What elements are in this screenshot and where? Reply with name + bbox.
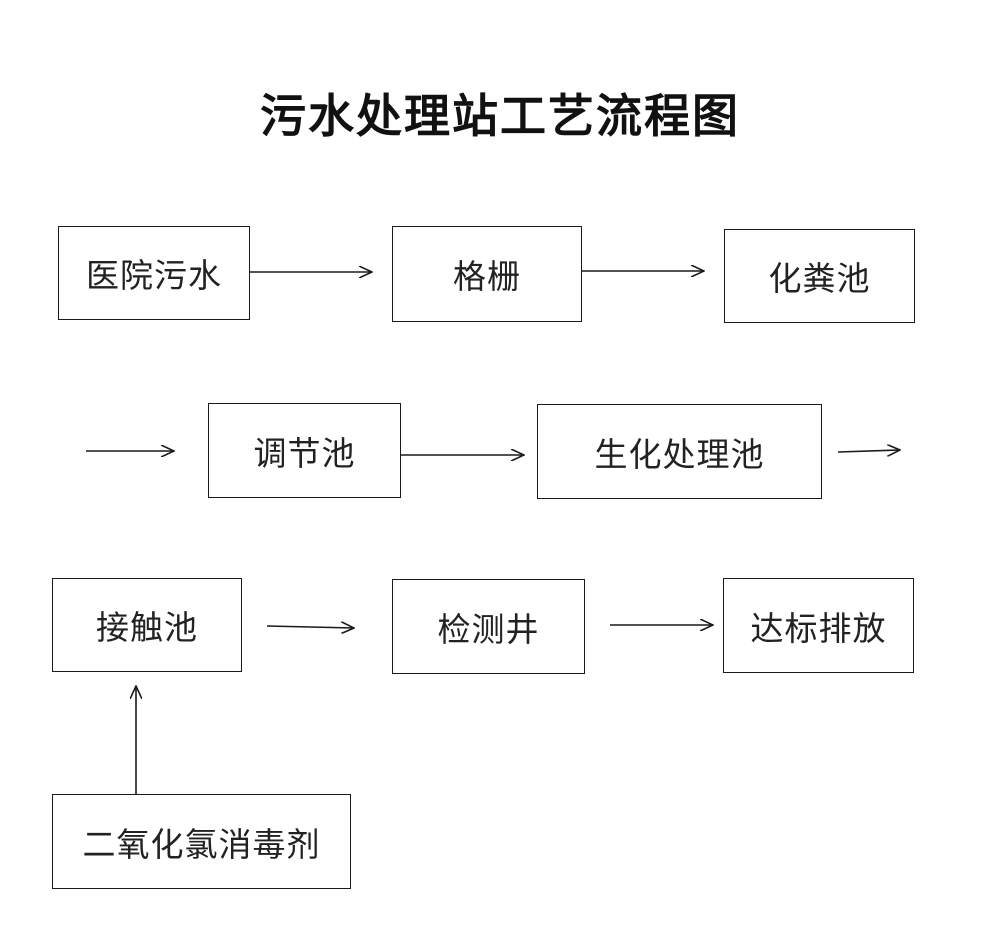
diagram-title: 污水处理站工艺流程图 — [260, 89, 740, 143]
arrow-biochemical-continue — [837, 450, 900, 452]
node-label: 生化处理池 — [594, 434, 765, 474]
node-disinfectant: 二氧化氯消毒剂 — [52, 794, 351, 889]
node-label: 格栅 — [453, 257, 521, 296]
node-label: 检测井 — [437, 609, 540, 649]
node-grille: 格栅 — [392, 226, 582, 322]
node-septic-tank: 化粪池 — [724, 229, 915, 323]
node-label: 调节池 — [253, 433, 356, 473]
arrow-contact-to-inspection — [266, 626, 354, 628]
node-discharge: 达标排放 — [723, 578, 914, 673]
node-contact-tank: 接触池 — [52, 578, 242, 672]
node-regulating-tank: 调节池 — [208, 403, 401, 498]
node-label: 医院污水 — [86, 256, 222, 295]
node-label: 化粪池 — [768, 259, 871, 298]
node-label: 接触池 — [96, 608, 198, 647]
node-biochemical-tank: 生化处理池 — [537, 404, 822, 499]
node-label: 达标排放 — [750, 608, 887, 648]
node-inspection-well: 检测井 — [392, 579, 585, 674]
node-label: 二氧化氯消毒剂 — [82, 824, 321, 864]
node-hospital-sewage: 医院污水 — [58, 226, 250, 320]
